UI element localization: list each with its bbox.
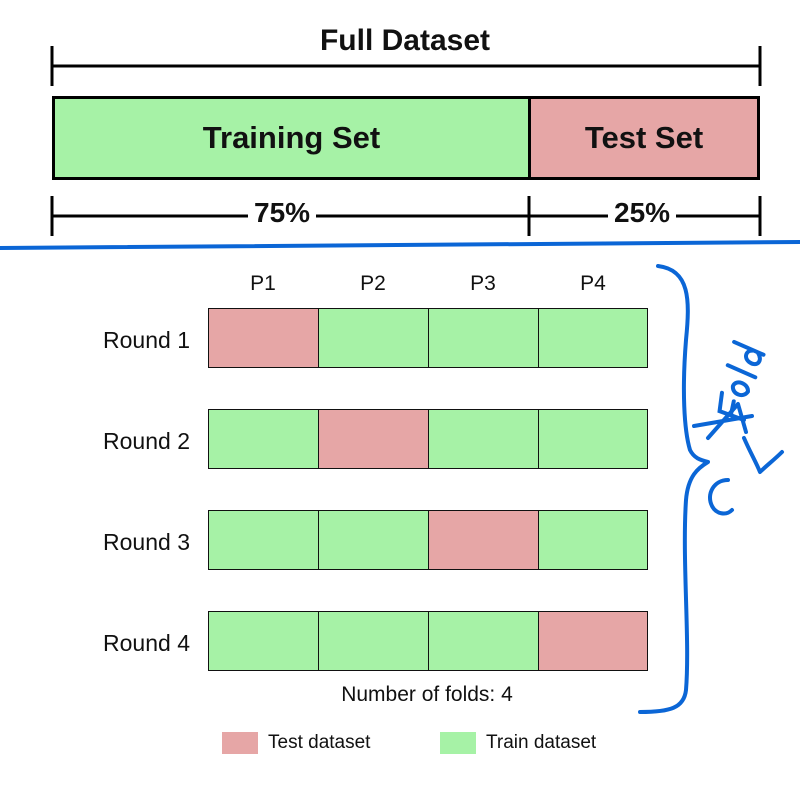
round-1-label: Round 1 [103, 327, 190, 353]
legend-test-label: Test dataset [268, 732, 371, 753]
round-1-p4-train-cell [538, 308, 648, 368]
round-4-p4-test-cell [538, 611, 648, 671]
handwritten-fold-text [717, 339, 766, 422]
training-percent: 75% [248, 197, 317, 229]
round-2-p1-train-cell [208, 409, 319, 469]
round-4-p2-train-cell [318, 611, 429, 671]
round-4-label: Round 4 [103, 630, 190, 656]
round-3-label: Round 3 [103, 529, 190, 555]
column-header-p2: P2 [360, 272, 386, 295]
column-header-p1: P1 [250, 272, 276, 295]
legend-train-swatch [440, 732, 476, 754]
round-2-p3-train-cell [428, 409, 539, 469]
number-of-folds-note: Number of folds: 4 [341, 683, 513, 706]
round-3-p4-train-cell [538, 510, 648, 570]
handwritten-brace [638, 264, 710, 714]
legend-test-swatch [222, 732, 258, 754]
training-set-block: Training Set [55, 99, 531, 177]
test-set-label: Test Set [584, 120, 704, 155]
test-percent: 25% [608, 197, 677, 229]
dataset-split-bar: Training Set Test Set [52, 96, 760, 180]
round-3-p3-test-cell [428, 510, 539, 570]
round-3-p2-train-cell [318, 510, 429, 570]
round-2-p2-test-cell [318, 409, 429, 469]
column-header-p3: P3 [470, 272, 496, 295]
round-2-label: Round 2 [103, 428, 190, 454]
round-1-p3-train-cell [428, 308, 539, 368]
round-1-p1-test-cell [208, 308, 319, 368]
test-set-block: Test Set [531, 99, 757, 177]
column-header-p4: P4 [580, 272, 606, 295]
round-1-p2-train-cell [318, 308, 429, 368]
legend-train-label: Train dataset [486, 732, 597, 753]
full-dataset-title: Full Dataset [319, 24, 491, 57]
training-set-label: Training Set [202, 120, 381, 155]
round-2-p4-train-cell [538, 409, 648, 469]
